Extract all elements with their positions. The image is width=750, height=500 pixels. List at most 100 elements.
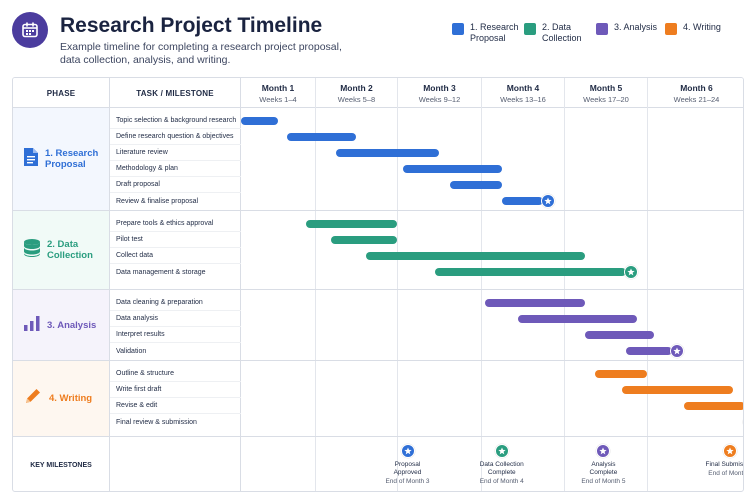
page-subtitle: Example timeline for completing a resear… xyxy=(60,41,342,66)
month-gridline xyxy=(481,290,482,360)
legend-label: 2. Data Collection xyxy=(542,22,582,43)
phase-name: 3. Analysis xyxy=(47,319,97,331)
legend-label: 3. Analysis xyxy=(614,22,658,32)
month-gridline xyxy=(397,361,398,436)
milestone-name: Final Submission xyxy=(705,461,744,468)
database-icon xyxy=(23,238,41,263)
month-gridline xyxy=(315,437,316,491)
month-name: Month 1 xyxy=(261,83,295,93)
task-bar xyxy=(622,386,733,394)
legend-item: 3. Analysis xyxy=(596,22,657,35)
task-column-header: TASK / MILESTONE xyxy=(110,78,241,108)
milestone-date: End of Month 4 xyxy=(479,478,524,485)
phase-name: 4. Writing xyxy=(49,393,93,404)
month-gridline xyxy=(481,437,482,491)
task-bar xyxy=(595,370,647,378)
milestone-star-icon xyxy=(541,194,556,208)
milestone-name: Data Collection Complete xyxy=(479,461,524,476)
task-label: Outline & structure xyxy=(110,366,241,382)
month-gridline xyxy=(397,290,398,360)
task-bar xyxy=(449,181,502,189)
legend-label: 1. Research Proposal xyxy=(470,22,519,43)
task-bar xyxy=(485,299,585,307)
legend-label: 4. Writing xyxy=(683,22,721,32)
task-bar xyxy=(366,252,585,260)
legend: 1. Research Proposal 2. Data Collection 3.… xyxy=(0,22,750,46)
task-bar xyxy=(683,402,743,410)
month-header: Month 6 Weeks 21–24 xyxy=(647,78,743,108)
document-icon xyxy=(23,147,39,172)
task-label: Literature review xyxy=(110,145,241,161)
milestone-name: Proposal Approved xyxy=(393,461,422,476)
phase-section: 2. Data Collection Prepare tools & ethics… xyxy=(13,211,743,290)
task-bar xyxy=(241,117,278,125)
phase-label: 2. Data Collection xyxy=(13,211,110,289)
milestone-star-icon xyxy=(596,444,611,458)
phase-name: 1. Research Proposal xyxy=(45,148,99,170)
task-bar xyxy=(501,197,544,205)
phase-label: 4. Writing xyxy=(13,361,110,436)
task-bar xyxy=(305,220,397,228)
month-gridline xyxy=(564,437,565,491)
milestone-star-icon xyxy=(624,265,639,279)
month-gridline xyxy=(647,437,648,491)
milestone-star-icon xyxy=(742,415,743,429)
key-milestone: Final SubmissionEnd of Month 6 xyxy=(695,444,744,478)
milestone-star-icon xyxy=(723,444,738,458)
legend-item: 4. Writing xyxy=(665,22,721,35)
month-weeks: Weeks 5–8 xyxy=(337,95,376,104)
task-bar xyxy=(584,331,655,339)
month-gridline xyxy=(481,361,482,436)
task-label: Pilot test xyxy=(110,232,241,248)
month-name: Month 4 xyxy=(506,83,540,93)
key-milestones-task-cell xyxy=(110,437,241,491)
legend-swatch xyxy=(452,23,464,35)
month-gridline xyxy=(397,437,398,491)
milestone-date: End of Month 5 xyxy=(581,478,626,485)
month-weeks: Weeks 17–20 xyxy=(583,95,629,104)
bar-chart-icon xyxy=(23,314,41,337)
phase-name: 2. Data Collection xyxy=(47,239,93,261)
month-gridline xyxy=(564,108,565,210)
month-gridline xyxy=(564,361,565,436)
month-gridline xyxy=(315,290,316,360)
task-label: Draft proposal xyxy=(110,177,241,193)
month-gridline xyxy=(315,211,316,289)
task-label: Revise & edit xyxy=(110,398,241,414)
key-milestones-label: KEY MILESTONES xyxy=(13,437,110,491)
phase-column-header: PHASE xyxy=(13,78,110,108)
month-gridline xyxy=(647,108,648,210)
month-weeks: Weeks 21–24 xyxy=(673,95,720,104)
task-label: Methodology & plan xyxy=(110,161,241,177)
task-label: Review & finalise proposal xyxy=(116,197,199,205)
milestone-star-icon xyxy=(669,344,684,358)
task-bar xyxy=(335,149,439,157)
legend-item: 2. Data Collection xyxy=(524,22,598,43)
calendar-logo-icon xyxy=(12,12,48,48)
month-name: Month 6 xyxy=(680,83,713,93)
task-bar xyxy=(287,133,356,141)
task-label: Data cleaning & preparation xyxy=(110,295,241,311)
legend-swatch xyxy=(665,23,677,35)
month-gridline xyxy=(481,108,482,210)
month-gridline xyxy=(647,211,648,289)
milestone-date: End of Month 6 xyxy=(708,470,744,477)
month-gridline xyxy=(564,290,565,360)
pencil-icon xyxy=(23,386,43,411)
task-bar xyxy=(403,165,502,173)
task-label: Data analysis xyxy=(110,311,241,327)
month-name: Month 5 xyxy=(589,83,623,93)
month-gridline xyxy=(564,211,565,289)
